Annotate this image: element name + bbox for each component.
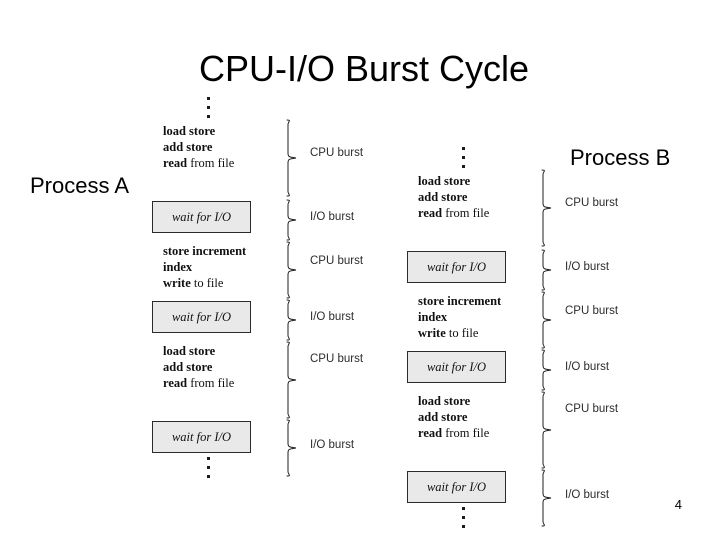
burst-label: CPU burst (565, 403, 619, 415)
code-block: load store add store read from file (163, 343, 234, 391)
burst-label: CPU burst (565, 305, 619, 317)
burst-brace (285, 241, 299, 299)
burst-brace (285, 299, 299, 341)
burst-brace (540, 349, 554, 391)
burst-label: I/O burst (565, 489, 610, 501)
ellipsis-bottom (201, 457, 215, 478)
wait-for-io-box: wait for I/O (152, 201, 251, 233)
process-a-label: Process A (30, 173, 130, 198)
burst-brace (285, 341, 299, 419)
process-b-label: Process B (570, 145, 671, 170)
burst-label: CPU burst (565, 197, 619, 209)
wait-for-io-label: wait for I/O (171, 429, 232, 444)
code-block: load store add store read from file (418, 393, 489, 441)
burst-label: CPU burst (310, 147, 364, 159)
burst-label: CPU burst (310, 255, 364, 267)
code-line: index (418, 310, 448, 324)
code-block: load store add store read from file (163, 123, 234, 171)
burst-label: I/O burst (565, 361, 610, 373)
code-line: write to file (418, 326, 479, 340)
burst-brace (540, 249, 554, 291)
wait-for-io-label: wait for I/O (171, 309, 232, 324)
code-line: load store (418, 174, 471, 188)
burst-label: CPU burst (310, 353, 364, 365)
code-line: load store (418, 394, 471, 408)
code-line: add store (418, 190, 468, 204)
burst-brace (540, 291, 554, 349)
code-line: read from file (163, 376, 235, 390)
page-number: 4 (674, 497, 682, 512)
code-line: read from file (163, 156, 235, 170)
burst-brace (285, 199, 299, 241)
code-line: write to file (163, 276, 224, 290)
ellipsis-bottom (456, 507, 470, 528)
burst-label: I/O burst (310, 439, 355, 451)
wait-for-io-label: wait for I/O (171, 209, 232, 224)
burst-brace (540, 169, 554, 247)
wait-for-io-label: wait for I/O (426, 479, 487, 494)
code-line: add store (418, 410, 468, 424)
code-line: index (163, 260, 193, 274)
wait-for-io-box: wait for I/O (407, 471, 506, 503)
code-line: add store (163, 140, 213, 154)
wait-for-io-label: wait for I/O (426, 359, 487, 374)
wait-for-io-box: wait for I/O (407, 251, 506, 283)
code-line: load store (163, 124, 216, 138)
burst-label: I/O burst (310, 311, 355, 323)
code-block: load store add store read from file (418, 173, 489, 221)
burst-label: I/O burst (565, 261, 610, 273)
code-line: read from file (418, 426, 490, 440)
code-block: store increment index write to file (163, 243, 246, 291)
burst-brace (285, 119, 299, 197)
burst-brace (540, 391, 554, 469)
burst-brace (540, 469, 554, 527)
page-title: CPU-I/O Burst Cycle (198, 48, 530, 89)
code-line: read from file (418, 206, 490, 220)
code-line: store increment (163, 244, 247, 258)
wait-for-io-box: wait for I/O (152, 421, 251, 453)
ellipsis-top (456, 147, 470, 168)
ellipsis-top (201, 97, 215, 118)
wait-for-io-box: wait for I/O (407, 351, 506, 383)
burst-label: I/O burst (310, 211, 355, 223)
code-block: store increment index write to file (418, 293, 501, 341)
code-line: add store (163, 360, 213, 374)
code-line: load store (163, 344, 216, 358)
wait-for-io-box: wait for I/O (152, 301, 251, 333)
burst-brace (285, 419, 299, 477)
wait-for-io-label: wait for I/O (426, 259, 487, 274)
code-line: store increment (418, 294, 502, 308)
